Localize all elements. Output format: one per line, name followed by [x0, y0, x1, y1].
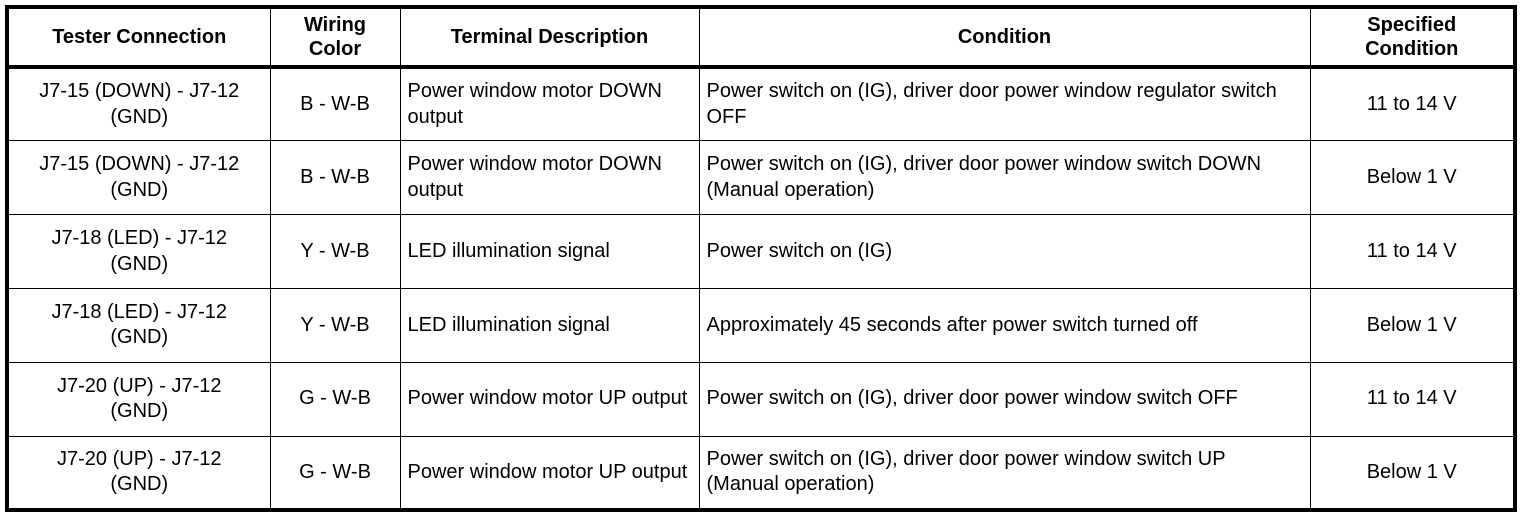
cell-terminal-description: LED illumination signal — [399, 287, 700, 363]
cell-terminal-description: Power window motor DOWN output — [399, 66, 700, 142]
cell-condition: Power switch on (IG), driver door power … — [698, 66, 1311, 142]
cell-condition: Power switch on (IG), driver door power … — [698, 435, 1311, 510]
tester-connection-line1: J7-18 (LED) - J7-12 — [51, 226, 228, 249]
cell-tester-connection: J7-20 (UP) - J7-12 (GND) — [7, 361, 271, 437]
cell-terminal-description: Power window motor UP output — [399, 435, 700, 510]
tester-connection-line1: J7-15 (DOWN) - J7-12 — [39, 153, 240, 176]
cell-tester-connection: J7-15 (DOWN) - J7-12 (GND) — [7, 66, 271, 142]
inspection-specification-table: Tester Connection Wiring Color Terminal … — [5, 5, 1517, 512]
cell-tester-connection: J7-20 (UP) - J7-12 (GND) — [7, 435, 271, 510]
cell-tester-connection: J7-15 (DOWN) - J7-12 (GND) — [7, 140, 271, 216]
cell-condition: Power switch on (IG), driver door power … — [698, 361, 1311, 437]
cell-wiring-color: Y - W-B — [269, 214, 401, 289]
table-header: Tester Connection Wiring Color Terminal … — [7, 7, 1515, 69]
tester-connection-line2: (GND) — [110, 473, 169, 496]
cell-specified-condition: 11 to 14 V — [1309, 66, 1515, 142]
cell-specified-condition: Below 1 V — [1309, 435, 1515, 510]
cell-terminal-description: LED illumination signal — [399, 214, 700, 289]
cell-specified-condition: 11 to 14 V — [1309, 361, 1515, 437]
cell-wiring-color: B - W-B — [269, 66, 401, 142]
column-header-specified-condition-line2: Condition — [1365, 38, 1459, 60]
column-header-wiring-color-line1: Wiring — [303, 14, 367, 36]
table-row: J7-20 (UP) - J7-12 (GND) G - W-B Power w… — [7, 435, 1515, 510]
cell-specified-condition: 11 to 14 V — [1309, 214, 1515, 289]
cell-tester-connection: J7-18 (LED) - J7-12 (GND) — [7, 214, 271, 289]
tester-connection-line2: (GND) — [110, 326, 169, 349]
tester-connection-line2: (GND) — [110, 178, 169, 201]
table-row: J7-20 (UP) - J7-12 (GND) G - W-B Power w… — [7, 361, 1515, 437]
tester-connection-line1: J7-18 (LED) - J7-12 — [51, 300, 228, 323]
cell-terminal-description: Power window motor DOWN output — [399, 140, 700, 216]
cell-wiring-color: G - W-B — [269, 361, 401, 437]
column-header-specified-condition-line1: Specified — [1367, 14, 1457, 36]
cell-condition: Power switch on (IG), driver door power … — [698, 140, 1311, 216]
column-header-condition: Condition — [698, 7, 1311, 69]
cell-tester-connection: J7-18 (LED) - J7-12 (GND) — [7, 287, 271, 363]
column-header-tester-connection: Tester Connection — [7, 7, 271, 69]
table-row: J7-15 (DOWN) - J7-12 (GND) B - W-B Power… — [7, 66, 1515, 142]
column-header-wiring-color-line2: Color — [308, 38, 362, 60]
table-row: J7-15 (DOWN) - J7-12 (GND) B - W-B Power… — [7, 140, 1515, 216]
table-row: J7-18 (LED) - J7-12 (GND) Y - W-B LED il… — [7, 214, 1515, 289]
cell-wiring-color: G - W-B — [269, 435, 401, 510]
cell-wiring-color: B - W-B — [269, 140, 401, 216]
column-header-terminal-description: Terminal Description — [399, 7, 700, 69]
cell-condition: Power switch on (IG) — [698, 214, 1311, 289]
cell-specified-condition: Below 1 V — [1309, 287, 1515, 363]
cell-condition: Approximately 45 seconds after power swi… — [698, 287, 1311, 363]
table-row: J7-18 (LED) - J7-12 (GND) Y - W-B LED il… — [7, 287, 1515, 363]
tester-connection-line2: (GND) — [110, 400, 169, 423]
column-header-specified-condition: Specified Condition — [1309, 7, 1515, 69]
header-row: Tester Connection Wiring Color Terminal … — [7, 7, 1515, 69]
cell-terminal-description: Power window motor UP output — [399, 361, 700, 437]
tester-connection-line2: (GND) — [110, 252, 169, 275]
table-body: J7-15 (DOWN) - J7-12 (GND) B - W-B Power… — [7, 66, 1515, 510]
tester-connection-line1: J7-15 (DOWN) - J7-12 — [39, 80, 240, 103]
column-header-wiring-color: Wiring Color — [269, 7, 401, 69]
tester-connection-line1: J7-20 (UP) - J7-12 — [57, 447, 222, 470]
tester-connection-line1: J7-20 (UP) - J7-12 — [57, 374, 222, 397]
tester-connection-line2: (GND) — [110, 105, 169, 128]
cell-wiring-color: Y - W-B — [269, 287, 401, 363]
cell-specified-condition: Below 1 V — [1309, 140, 1515, 216]
